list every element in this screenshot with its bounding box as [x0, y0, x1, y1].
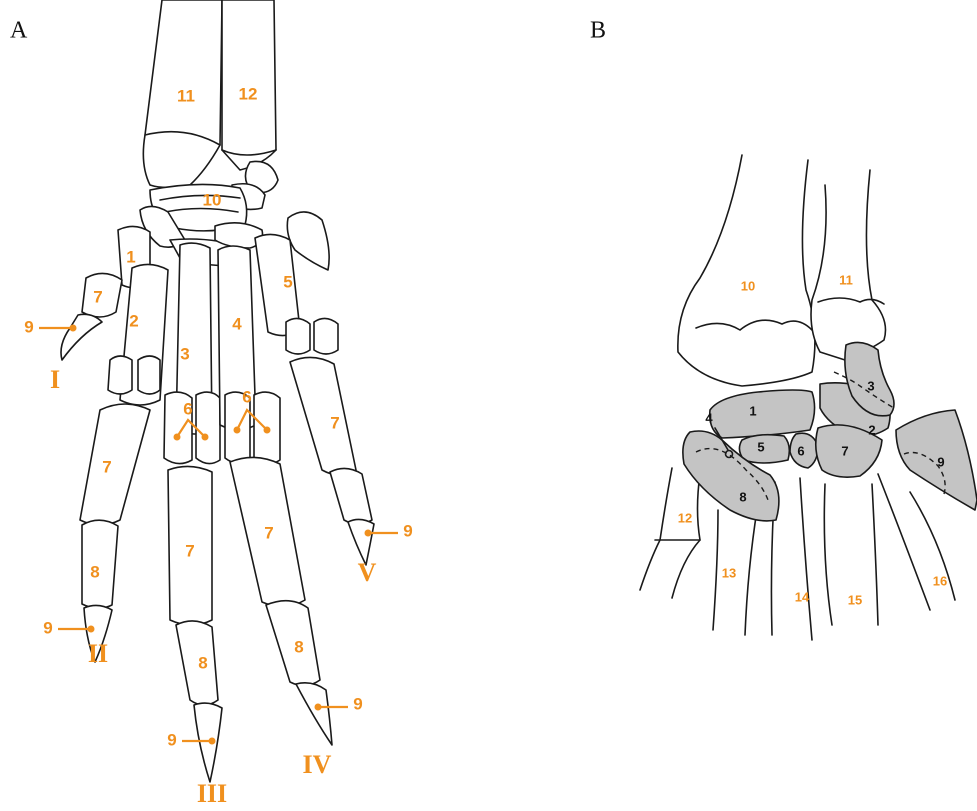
bone-b10 [678, 155, 815, 386]
digit-label-iv: IV [303, 750, 332, 779]
digit-label-i: I [50, 365, 60, 394]
label-7-digit-ii: 7 [102, 457, 111, 476]
carpal-b1 [710, 390, 815, 438]
label-8-digit-iii: 8 [198, 653, 207, 672]
label-9-digit-iii: 9 [167, 730, 176, 749]
label-8-digit-iv: 8 [294, 637, 303, 656]
label-4: 4 [232, 314, 242, 333]
label-5: 5 [283, 272, 292, 291]
b-label-13: 13 [722, 565, 736, 580]
label-9-digit-i: 9 [24, 317, 33, 336]
label-6-left: 6 [183, 399, 192, 418]
b-label-15: 15 [848, 592, 862, 607]
b-label-16: 16 [933, 573, 947, 588]
digit-label-ii: II [88, 639, 108, 668]
carpal-label-6: 6 [797, 443, 804, 458]
label-12: 12 [239, 84, 258, 103]
label-7-digit-i: 7 [93, 287, 102, 306]
label-11: 11 [177, 86, 195, 105]
carpal-label-8: 8 [739, 489, 746, 504]
panel-a-title: A [10, 18, 28, 44]
label-6-right: 6 [242, 387, 251, 406]
bone-b11 [811, 170, 886, 360]
label-2: 2 [129, 311, 138, 330]
label-10: 10 [203, 190, 222, 209]
label-7-digit-v: 7 [330, 413, 339, 432]
panel-b-title: B [590, 18, 606, 44]
label-9-digit-v: 9 [403, 521, 412, 540]
panel-b-drawing [640, 155, 977, 640]
carpal-label-4: 4 [705, 410, 713, 425]
carpal-label-2: 2 [868, 422, 875, 437]
b-label-12: 12 [678, 510, 692, 525]
label-3: 3 [180, 344, 189, 363]
carpal-label-3: 3 [867, 378, 874, 393]
label-9-digit-ii: 9 [43, 618, 52, 637]
b-label-14: 14 [795, 589, 810, 604]
carpal-label-1: 1 [749, 403, 756, 418]
label-9-digit-iv: 9 [353, 694, 362, 713]
label-7-digit-iv: 7 [264, 523, 273, 542]
digit-label-iii: III [197, 779, 227, 808]
bone-b12 [640, 468, 700, 598]
b-label-10: 10 [741, 278, 755, 293]
carpal-label-5: 5 [757, 439, 764, 454]
carpal-label-9: 9 [937, 454, 944, 469]
label-7-digit-iii: 7 [185, 541, 194, 560]
label-8-digit-ii: 8 [90, 562, 99, 581]
digit-label-v: V [358, 558, 377, 587]
bone-b16 [878, 474, 955, 610]
carpal-label-7: 7 [841, 443, 848, 458]
b-label-11: 11 [839, 272, 853, 287]
label-1: 1 [126, 247, 135, 266]
